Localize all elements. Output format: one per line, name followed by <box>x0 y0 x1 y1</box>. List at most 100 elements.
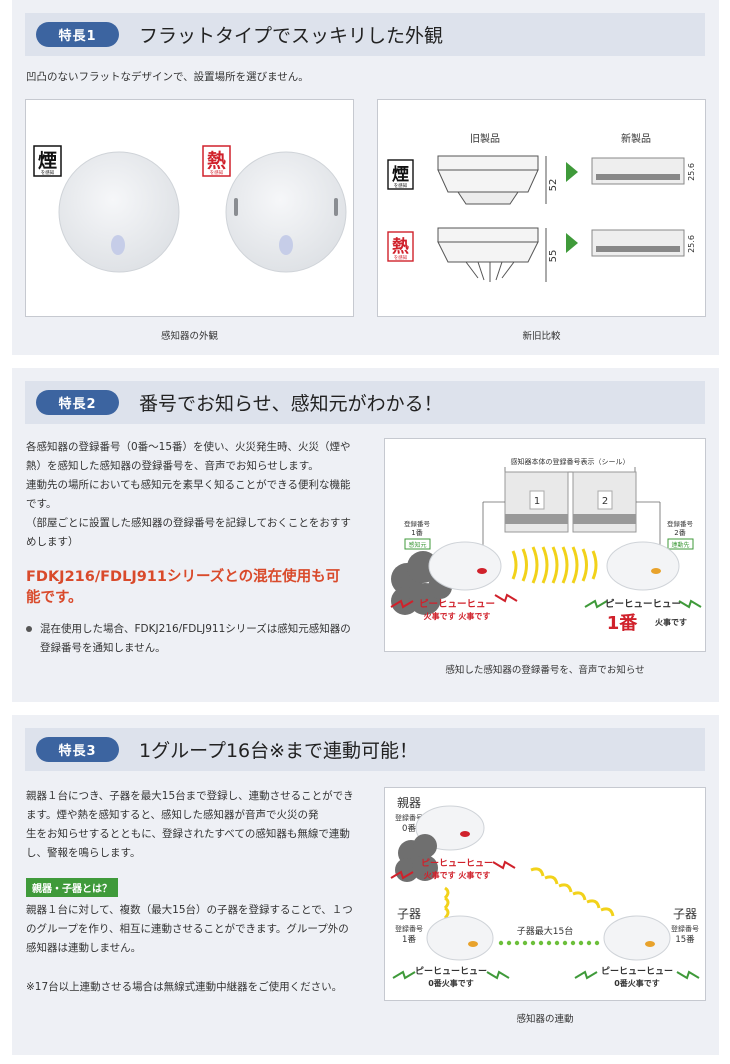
old-heat-height: 55 <box>548 250 559 263</box>
old-product-label: 旧製品 <box>470 132 500 145</box>
beep-left-text: ピーヒューヒュー <box>419 598 495 610</box>
arrow-heat-icon <box>566 233 578 253</box>
fire-bottom-right: 0番火事です <box>614 978 660 988</box>
dotted-link-icon <box>498 940 600 946</box>
sticker-number-1: 1 <box>534 496 540 507</box>
beep-top-text: ピーヒューヒュー <box>421 857 493 869</box>
feature3-line2: 親器１台に対して、複数（最大15台）の子器を登録することで、１つ <box>26 904 353 916</box>
mixed-use-note: 混在使用した場合、FDKJ216/FDLJ911シリーズは感知元感知器の 登録番… <box>26 620 376 658</box>
feature2-section: 特長2 番号でお知らせ、感知元がわかる！ 各感知器の登録番号（0番〜15番）を使… <box>12 368 719 702</box>
new-heat-height: 25.6 <box>687 235 696 253</box>
max-children-label: 子器最大15台 <box>517 925 573 937</box>
heat-tag: 熱 <box>207 149 226 172</box>
comparison-caption: 新旧比較 <box>522 331 561 342</box>
feature3-line2: 感知器は連動しません。 <box>26 942 142 954</box>
feature3-badge: 特長3 <box>36 737 119 762</box>
heat-detector-disc <box>225 151 347 273</box>
old-new-comparison-image: 旧製品 新製品 煙 を感知 52 25.6 熱 を感知 55 <box>377 99 706 317</box>
source-tag: 感知元 <box>408 541 426 549</box>
feature3-line: し、警報を鳴らします。 <box>26 847 141 859</box>
feature2-line: 各感知器の登録番号（0番〜15番）を使い、火災発生時、火災（煙や <box>26 441 351 453</box>
beep-right-text: ピーヒューヒュー <box>605 598 681 610</box>
reg-left-number: 1番 <box>411 529 422 537</box>
new-smoke-height: 25.6 <box>687 163 696 181</box>
old-smoke-height: 52 <box>548 179 559 192</box>
voice-diagram-svg: 感知器本体の登録番号表示（シール） 1 2 登録番号 1番 感知元 登録番号 2… <box>390 457 702 634</box>
feature3-caption: 感知器の連動 <box>516 1014 574 1025</box>
fire-top-text: 火事です 火事です <box>424 870 491 880</box>
smoke-detector-disc <box>58 151 180 273</box>
feature1-header: 特長1 フラットタイプでスッキリした外観 <box>25 13 705 56</box>
child-left-number: 1番 <box>402 934 416 945</box>
feature2-title: 番号でお知らせ、感知元がわかる！ <box>139 393 443 415</box>
cmp-smoke-sub: を感知 <box>394 182 408 189</box>
smoke-cloud-icon <box>395 834 438 882</box>
fire-bottom-left: 0番火事です <box>428 978 474 988</box>
big-number-text: 1番 <box>607 613 639 634</box>
parent-reg-label: 登録番号 <box>395 813 423 822</box>
detector-appearance-image: 煙 を感知 熱 を感知 <box>25 99 354 317</box>
detector-appearance-svg: 煙 を感知 熱 を感知 <box>33 145 347 273</box>
parent-label: 親器 <box>397 796 421 810</box>
child-left-label: 子器 <box>397 907 421 921</box>
highlight-line: FDKJ216/FDLJ911シリーズとの混在使用も可 <box>26 569 341 585</box>
appearance-caption: 感知器の外観 <box>160 331 218 342</box>
child-left-reg: 登録番号 <box>395 924 423 933</box>
feature1-description: 凹凸のないフラットなデザインで、設置場所を選びません。 <box>26 71 309 83</box>
note-line: 登録番号を通知しません。 <box>40 642 166 654</box>
parent-child-label: 親器・子器とは？ <box>26 878 118 897</box>
feature3-body: 親器１台につき、子器を最大15台まで登録し、連動させることができ ます。煙や熱を… <box>26 787 376 863</box>
feature2-line: （部屋ごとに設置した感知器の登録番号を記録しておくことをおすす <box>26 517 351 529</box>
feature3-section: 特長3 1グループ16台※まで連動可能！ 親器１台につき、子器を最大15台まで登… <box>12 715 719 1055</box>
smoke-tag-frame <box>33 145 62 177</box>
linkage-diagram: 親器 登録番号 0番 ピーヒューヒュー 火事です 火事です 子器 登録番号 1番 <box>384 787 706 1001</box>
feature2-line: 熱）を感知した感知器の登録番号を、音声でお知らせします。 <box>26 460 319 472</box>
smoke-tag-sub: を感知 <box>41 169 55 176</box>
radio-wave-icon <box>530 867 615 917</box>
child-right-label: 子器 <box>673 907 697 921</box>
feature3-header: 特長3 1グループ16台※まで連動可能！ <box>25 728 705 771</box>
feature2-line: 連動先の場所においても感知元を素早く知ることができる便利な機能 <box>26 479 351 491</box>
child-right-number: 15番 <box>675 934 695 945</box>
beep-bottom-left: ピーヒューヒュー <box>415 965 487 977</box>
feature3-footnote: ※17台以上連動させる場合は無線式連動中継器をご使用ください。 <box>26 981 343 993</box>
reg-right-label: 登録番号 <box>667 519 694 528</box>
comparison-svg: 旧製品 新製品 煙 を感知 52 25.6 熱 を感知 55 <box>387 132 696 282</box>
smoke-detector-led <box>111 235 125 255</box>
fire-left-text: 火事です 火事です <box>424 611 491 621</box>
heat-tag-frame <box>202 145 231 177</box>
linked-tag: 連動先 <box>671 541 689 549</box>
smoke-tag: 煙 <box>38 150 57 172</box>
feature2-body: 各感知器の登録番号（0番〜15番）を使い、火災発生時、火災（煙や 熱）を感知した… <box>26 438 376 552</box>
feature3-line2: のグループを作り、相互に連動させることができます。グループ外の <box>26 923 349 935</box>
reg-right-number: 2番 <box>674 529 685 537</box>
feature2-caption: 感知した感知器の登録番号を、音声でお知らせ <box>445 665 645 676</box>
heat-tag-sub: を感知 <box>210 169 224 176</box>
feature2-badge: 特長2 <box>36 390 119 415</box>
feature3-line: 親器１台につき、子器を最大15台まで登録し、連動させることができ <box>26 790 354 802</box>
voice-notification-diagram: 感知器本体の登録番号表示（シール） 1 2 登録番号 1番 感知元 登録番号 2… <box>384 438 706 652</box>
cmp-heat-tag: 熱 <box>392 236 409 257</box>
feature2-header: 特長2 番号でお知らせ、感知元がわかる！ <box>25 381 705 424</box>
feature3-line: ます。煙や熱を感知すると、感知した感知器が音声で火災の発 <box>26 809 319 821</box>
new-product-label: 新製品 <box>621 132 651 145</box>
parent-number: 0番 <box>402 823 416 834</box>
reg-left-label: 登録番号 <box>404 519 431 528</box>
cmp-heat-sub: を感知 <box>394 254 408 261</box>
mixed-use-highlight: FDKJ216/FDLJ911シリーズとの混在使用も可 能です。 <box>26 567 376 609</box>
feature3-line: 生をお知らせするとともに、登録されたすべての感知器も無線で連動 <box>26 828 350 840</box>
note-line: 混在使用した場合、FDKJ216/FDLJ911シリーズは感知元感知器の <box>40 623 351 635</box>
arrow-smoke-icon <box>566 162 578 182</box>
cmp-smoke-tag: 煙 <box>392 165 409 185</box>
sticker-number-2: 2 <box>602 496 608 507</box>
feature3-body2: 親器１台に対して、複数（最大15台）の子器を登録することで、１つ のグループを作… <box>26 901 376 958</box>
fire-right-text: 火事です <box>655 617 687 627</box>
linkage-diagram-svg: 親器 登録番号 0番 ピーヒューヒュー 火事です 火事です 子器 登録番号 1番 <box>390 796 700 988</box>
sticker-label: 感知器本体の登録番号表示（シール） <box>511 457 630 466</box>
feature2-line: です。 <box>26 498 57 510</box>
feature1-badge: 特長1 <box>36 22 119 47</box>
radio-wave-icon <box>511 546 598 584</box>
feature1-title: フラットタイプでスッキリした外観 <box>139 25 444 47</box>
bullet-icon <box>26 626 32 632</box>
highlight-line: 能です。 <box>26 590 83 606</box>
